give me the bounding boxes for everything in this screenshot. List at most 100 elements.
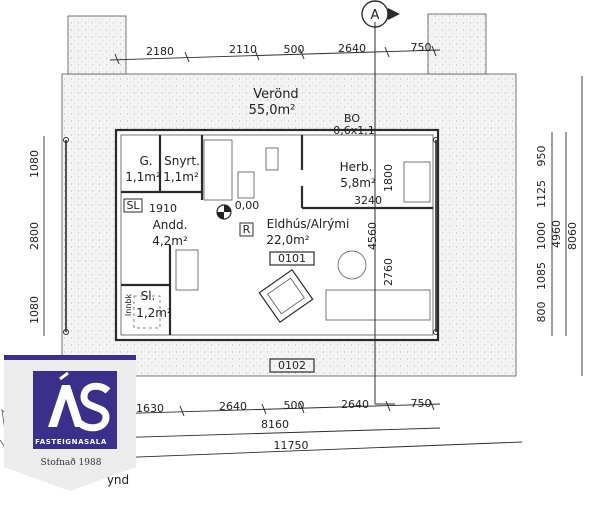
room-sl-name: Sl.	[141, 289, 156, 303]
dim-tick	[299, 402, 305, 414]
dim-tick	[429, 399, 435, 411]
logo-established: Stofnað 1988	[40, 458, 102, 468]
entry-closet	[175, 249, 199, 291]
post-icon	[63, 329, 69, 335]
dim-inner-000: 0,00	[235, 199, 260, 212]
storage-rack	[133, 295, 161, 329]
dim-right-a-1: 950	[535, 146, 548, 167]
dim-right-a-5: 800	[535, 302, 548, 323]
dim-right-a-2: 1125	[535, 180, 548, 208]
dim-inner-1800: 1800	[382, 164, 395, 192]
room-herb-name: Herb.	[340, 160, 373, 174]
tag-0101-box	[269, 251, 315, 266]
dim-inner-3240: 3240	[354, 194, 382, 207]
room-andd-name: Andd.	[153, 218, 188, 232]
kitchen-sink	[265, 147, 279, 171]
dim-bottom-1: 1630	[136, 402, 164, 415]
room-snyrt-name: Snyrt.	[164, 154, 200, 168]
room-g-area: 1,1m²	[125, 170, 161, 184]
tag-sl: SL	[126, 199, 140, 212]
tag-0102-box	[269, 358, 315, 373]
origin-marker-fill	[224, 205, 231, 212]
room-g-name: G.	[139, 154, 152, 168]
bed	[403, 161, 431, 203]
room-snyrt-area: 1,1m²	[163, 170, 199, 184]
dim-tick	[184, 51, 190, 63]
dim-tick	[385, 400, 391, 412]
bo-label: BO	[344, 112, 360, 125]
kitchen-appliance	[237, 171, 255, 199]
dim-tick	[261, 403, 267, 415]
dim-right-a-3: 1000	[535, 222, 548, 250]
room-sl-area: 1,2m²	[136, 306, 172, 320]
dim-left-1: 1080	[28, 150, 41, 178]
tag-0102: 0102	[278, 359, 306, 372]
dim-right-c: 8060	[566, 222, 579, 250]
post-icon	[63, 137, 69, 143]
dim-tick	[179, 405, 185, 417]
dim-line-top	[109, 49, 441, 61]
bottom-label: ynd	[107, 473, 129, 487]
dim-tick	[299, 48, 305, 60]
tag-0101: 0101	[278, 252, 306, 265]
dim-top-1: 2180	[146, 45, 174, 58]
bo-size: 0,6x1,1	[333, 124, 375, 137]
logo-top-bar	[4, 355, 136, 360]
dim-bottom-4: 2640	[341, 398, 369, 411]
dim-right-b: 4960	[550, 220, 563, 248]
tag-r-box	[239, 222, 254, 237]
porch-stair-right	[428, 14, 486, 74]
porch-stair-right-outline	[427, 13, 487, 75]
dim-right-a-4: 1085	[535, 262, 548, 290]
tag-sl-box	[123, 198, 143, 213]
agency-logo: FASTEIGNASALA Stofnað 1988	[4, 355, 136, 491]
post-icon	[433, 329, 439, 335]
dim-left-3: 1080	[28, 296, 41, 324]
dim-total-1: 8160	[261, 418, 289, 431]
dim-tick	[114, 53, 120, 65]
post-icon	[433, 137, 439, 143]
room-andd-area: 4,2m²	[152, 234, 188, 248]
logo-letter-s-mark	[77, 382, 111, 432]
logo-name: FASTEIGNASALA	[35, 438, 107, 446]
round-table	[337, 250, 367, 280]
house-inner-wall	[120, 134, 434, 336]
dim-line-total-2	[59, 441, 523, 461]
dim-bottom-5: 750	[411, 397, 432, 410]
tag-r: R	[243, 223, 251, 236]
dim-inner-1910: 1910	[149, 202, 177, 215]
room-eldhus-name: Eldhús/Alrými	[267, 217, 350, 231]
section-marker-label: A	[371, 8, 380, 23]
logo-letter-a-mark	[48, 385, 84, 427]
room-verond-area: 55,0m²	[249, 103, 296, 118]
agency-logo-svg	[4, 355, 136, 491]
room-herb-area: 5,8m²	[340, 176, 376, 190]
dim-tick	[384, 46, 390, 58]
porch-stair-left	[68, 16, 126, 74]
sofa	[325, 289, 431, 321]
dim-bottom-2: 2640	[219, 400, 247, 413]
origin-marker-fill	[217, 212, 224, 219]
dim-line-bottom	[109, 403, 441, 415]
room-eldhus-area: 22,0m²	[266, 233, 309, 247]
dim-inner-2760: 2760	[382, 258, 395, 286]
dim-top-5: 750	[411, 41, 432, 54]
tag-small: Innbk	[124, 294, 133, 317]
dim-top-4: 2640	[338, 42, 366, 55]
porch-stair-left-outline	[67, 15, 127, 75]
dim-top-3: 500	[284, 43, 305, 56]
dim-line-total-1	[109, 427, 441, 439]
dim-total-2: 11750	[274, 439, 309, 452]
house-outer-wall	[114, 128, 440, 342]
section-marker-arrow-icon	[388, 8, 400, 20]
dim-tick	[431, 45, 437, 57]
dim-left-2: 2800	[28, 222, 41, 250]
dim-tick	[254, 49, 260, 61]
armchair	[258, 268, 314, 324]
dim-top-2: 2110	[229, 43, 257, 56]
porch-outline	[61, 73, 517, 377]
dim-inner-4560: 4560	[366, 222, 379, 250]
armchair-seat	[267, 277, 305, 315]
